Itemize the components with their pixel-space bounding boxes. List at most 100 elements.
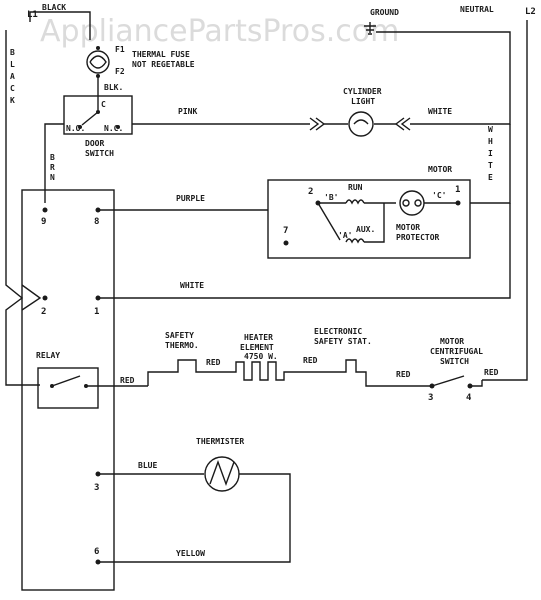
relay-red-label: RED bbox=[120, 376, 135, 385]
white1-label: WHITE bbox=[428, 107, 452, 116]
white-wire-top bbox=[410, 112, 511, 125]
yellow-wire bbox=[98, 473, 291, 563]
heater-line3: 4750 W. bbox=[244, 352, 278, 361]
white2-label: WHITE bbox=[180, 281, 204, 290]
neutral-wire bbox=[376, 31, 511, 112]
centrifugal-term-3: 3 bbox=[428, 393, 433, 403]
motor-title: MOTOR bbox=[428, 165, 452, 174]
black-letter-b: B bbox=[10, 48, 15, 57]
pink-label: PINK bbox=[178, 107, 197, 116]
heater-red-label-1: RED bbox=[206, 358, 221, 367]
fuse-desc1: THERMAL FUSE bbox=[132, 50, 190, 59]
electronic-stat-line2: SAFETY STAT. bbox=[314, 337, 372, 346]
motor-c-label: 'C' bbox=[432, 191, 446, 200]
door-switch-label1: DOOR bbox=[85, 139, 104, 148]
centrifugal-line1: MOTOR bbox=[440, 337, 464, 346]
black-letter-a: A bbox=[10, 72, 15, 81]
safety-thermo-wire bbox=[147, 359, 226, 386]
white-letter-i: I bbox=[488, 149, 493, 158]
white-letter-w: W bbox=[488, 125, 493, 134]
motor-b-label: 'B' bbox=[324, 193, 338, 202]
connector-left bbox=[309, 117, 326, 131]
centrifugal-term-4: 4 bbox=[466, 393, 472, 403]
neutral-label: NEUTRAL bbox=[460, 5, 494, 14]
timer-term-9-dot bbox=[42, 207, 48, 213]
ground-symbol bbox=[364, 22, 376, 35]
brn-letter-n: N bbox=[50, 173, 55, 182]
run-winding bbox=[345, 199, 365, 205]
motor-box bbox=[267, 179, 471, 259]
white-letter-e: E bbox=[488, 173, 493, 182]
heater-red-label-2: RED bbox=[303, 356, 318, 365]
relay-blade bbox=[51, 375, 81, 387]
timer-term-2: 2 bbox=[41, 307, 46, 317]
fuse-desc2: NOT REGETABLE bbox=[132, 60, 195, 69]
fuse-f2-label: F2 bbox=[115, 67, 125, 76]
centrifugal-to-l2 bbox=[470, 380, 483, 387]
heater-line2: ELEMENT bbox=[240, 343, 274, 352]
door-switch-label2: SWITCH bbox=[85, 149, 114, 158]
timer-term-8: 8 bbox=[94, 217, 99, 227]
black-letter-l: L bbox=[10, 60, 15, 69]
l1-top-wire bbox=[29, 11, 91, 40]
blk-wire-label: BLK. bbox=[104, 83, 123, 92]
electronic-stat-wire bbox=[300, 359, 432, 387]
blue-label: BLUE bbox=[138, 461, 157, 470]
motor-aux-label: AUX. bbox=[356, 225, 375, 234]
motor-term-1: 1 bbox=[455, 185, 460, 195]
electronic-stat-line1: ELECTRONIC bbox=[314, 327, 362, 336]
watermark: AppliancePartsPros.com bbox=[40, 14, 399, 49]
thermal-fuse-icon bbox=[86, 50, 110, 74]
motor-protector-label2: PROTECTOR bbox=[396, 233, 440, 242]
motor-protector-label1: MOTOR bbox=[396, 223, 420, 232]
aux-switch-blade bbox=[317, 202, 341, 241]
door-switch-box bbox=[63, 95, 133, 135]
fuse-f1-dot bbox=[96, 46, 100, 50]
aux-return bbox=[364, 203, 385, 243]
l2-label: L2 bbox=[525, 7, 536, 17]
heater-red-label-4: RED bbox=[484, 368, 499, 377]
motor-run-label: RUN bbox=[348, 183, 363, 192]
cylinder-light-icon bbox=[348, 111, 374, 137]
centrifugal-line3: SWITCH bbox=[440, 357, 469, 366]
l1-left-wire bbox=[5, 30, 40, 386]
fuse-f1-label: F1 bbox=[115, 45, 125, 54]
door-switch-nc: N.C. bbox=[104, 124, 123, 133]
l1-label: L1 bbox=[27, 10, 38, 20]
timer-block bbox=[21, 189, 115, 591]
motor-term-2: 2 bbox=[308, 187, 313, 197]
motor-term-7-dot bbox=[283, 240, 289, 246]
door-switch-c: C bbox=[101, 100, 106, 109]
timer-notch bbox=[21, 284, 42, 311]
safety-thermo-line1: SAFETY bbox=[165, 331, 194, 340]
motor-term-7: 7 bbox=[283, 226, 288, 236]
fuse-element bbox=[89, 55, 107, 69]
motor-a-label: 'A' bbox=[338, 231, 352, 240]
connector-right bbox=[394, 117, 411, 131]
timer-term-3: 3 bbox=[94, 483, 99, 493]
timer-term-2-dot bbox=[42, 295, 48, 301]
timer-term-1: 1 bbox=[94, 307, 99, 317]
centrifugal-line2: CENTRIFUGAL bbox=[430, 347, 483, 356]
safety-thermo-line2: THERMO. bbox=[165, 341, 199, 350]
cylinder-light-line2: LIGHT bbox=[351, 97, 375, 106]
l2-wire bbox=[482, 20, 528, 381]
yellow-label: YELLOW bbox=[176, 549, 205, 558]
brn-letter-r: R bbox=[50, 163, 55, 172]
door-switch-nc-dot bbox=[116, 125, 120, 129]
white-letter-h: H bbox=[488, 137, 493, 146]
black-top-label: BLACK bbox=[42, 3, 66, 12]
centrifugal-switch-blade bbox=[431, 375, 465, 387]
ground-label: GROUND bbox=[370, 8, 399, 17]
lamp-filament bbox=[353, 119, 369, 125]
timer-term-6: 6 bbox=[94, 547, 99, 557]
timer-term-9: 9 bbox=[41, 217, 46, 227]
cylinder-light-line1: CYLINDER bbox=[343, 87, 382, 96]
heater-line1: HEATER bbox=[244, 333, 273, 342]
protector-contact-b bbox=[414, 199, 422, 207]
white-letter-t: T bbox=[488, 161, 493, 170]
brn-letter-b: B bbox=[50, 153, 55, 162]
aux-winding bbox=[345, 238, 365, 244]
